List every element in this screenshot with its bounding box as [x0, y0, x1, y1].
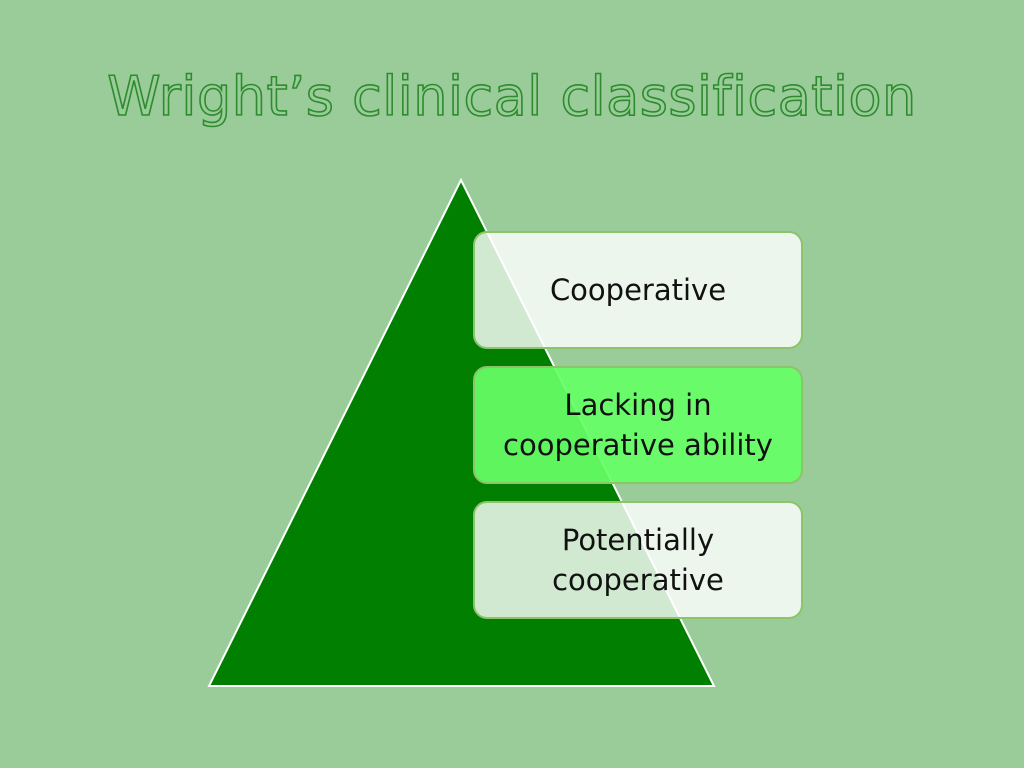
slide-title: Wright’s clinical classification	[106, 64, 917, 129]
level-label: Lacking in cooperative ability	[503, 388, 773, 462]
level-label: Potentially cooperative	[552, 523, 724, 597]
level-box-potentially-cooperative: Potentially cooperative	[473, 501, 803, 619]
level-box-cooperative: Cooperative	[473, 231, 803, 349]
level-label: Cooperative	[549, 273, 727, 307]
level-box-lacking-in-cooperative-ability: Lacking in cooperative ability	[473, 366, 803, 484]
